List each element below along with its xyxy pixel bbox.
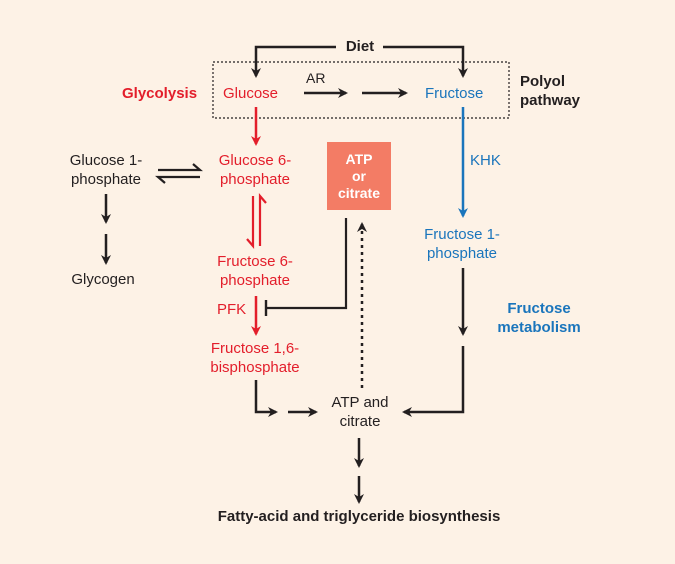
arrow-diet-to-fructose xyxy=(383,45,468,78)
polyol-pathway-line-2: pathway xyxy=(520,92,581,109)
arrow-diet-to-glucose xyxy=(251,45,336,78)
arrow-f16bp-to-atp-citrate-1 xyxy=(254,380,278,417)
pfk-enzyme-label: PFK xyxy=(217,301,247,318)
ar-enzyme-label: AR xyxy=(306,70,326,86)
fructose-label: Fructose xyxy=(425,85,484,102)
f1p-line-1: Fructose 1- xyxy=(424,226,500,243)
fatty-acid-biosynthesis-label: Fatty-acid and triglyceride biosynthesis xyxy=(217,508,501,525)
atp-and-citrate-label: ATP and citrate xyxy=(332,393,389,431)
g6p-line-2: phosphate xyxy=(219,171,291,188)
f16bp-line-1: Fructose 1,6- xyxy=(210,340,300,357)
arrow-g6p-to-g1p xyxy=(155,175,200,184)
arrow-f6p-to-g6p xyxy=(258,193,267,246)
fructose-metabolism-line-2: metabolism xyxy=(497,319,581,336)
diet-label: Diet xyxy=(345,38,375,55)
arrow-g1p-to-g6p xyxy=(158,163,203,172)
f1p-line-2: phosphate xyxy=(426,245,498,262)
glycolysis-label: Glycolysis xyxy=(122,85,198,102)
g6p-line-1: Glucose 6- xyxy=(218,152,292,169)
g1p-line-1: Glucose 1- xyxy=(69,152,143,169)
arrow-fructose-to-atp-citrate xyxy=(402,346,465,417)
fructose-6-phosphate-label: Fructose 6- phosphate xyxy=(217,252,293,290)
atp-and-citrate-line-1: ATP and xyxy=(331,394,389,411)
inhibition-atp-to-pfk xyxy=(266,218,348,310)
polyol-pathway-box xyxy=(212,61,510,119)
fructose-metabolism-label: Fructose metabolism xyxy=(497,299,580,337)
atp-and-citrate-line-2: citrate xyxy=(339,413,381,430)
glucose-1-phosphate-label: Glucose 1- phosphate xyxy=(70,151,143,189)
fructose-metabolism-line-1: Fructose xyxy=(507,300,571,317)
atp-or-citrate-line-2: or xyxy=(352,167,366,184)
glucose-label: Glucose xyxy=(223,85,279,102)
polyol-pathway-label: Polyol pathway xyxy=(520,72,600,110)
khk-enzyme-label: KHK xyxy=(470,152,501,169)
f6p-line-2: phosphate xyxy=(219,272,291,289)
glucose-6-phosphate-label: Glucose 6- phosphate xyxy=(219,151,292,189)
g1p-line-2: phosphate xyxy=(70,171,142,188)
atp-or-citrate-line-1: ATP xyxy=(345,150,373,167)
atp-or-citrate-line-3: citrate xyxy=(337,184,381,201)
f6p-line-1: Fructose 6- xyxy=(217,253,293,270)
glycogen-label: Glycogen xyxy=(71,271,135,288)
fructose-1-6-bisphosphate-label: Fructose 1,6- bisphosphate xyxy=(210,339,299,377)
polyol-pathway-line-1: Polyol xyxy=(520,73,566,90)
arrow-g6p-to-f6p xyxy=(246,196,255,249)
atp-or-citrate-box: ATP or citrate xyxy=(327,142,391,210)
fructose-1-phosphate-label: Fructose 1- phosphate xyxy=(424,225,500,263)
f16bp-line-2: bisphosphate xyxy=(210,359,300,376)
